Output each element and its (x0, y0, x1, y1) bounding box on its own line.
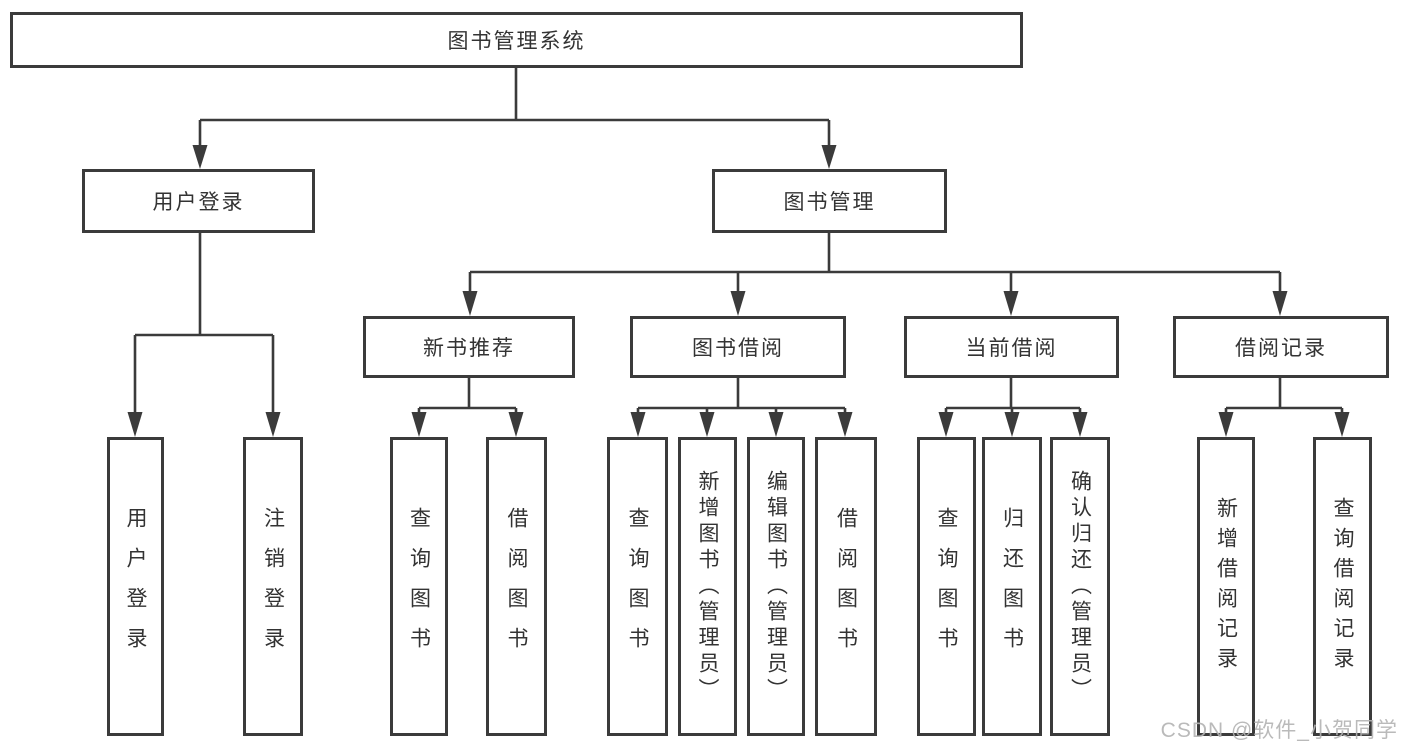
leaf-label: 新增借阅记录 (1214, 496, 1238, 677)
leaf-borrow-books-recommend: 借阅图书 (486, 437, 547, 736)
leaf-add-books-admin: 新增图书（管理员） (678, 437, 737, 736)
node-label: 图书借阅 (692, 337, 784, 360)
leaf-label: 查询图书 (407, 506, 431, 667)
node-label: 当前借阅 (965, 337, 1058, 360)
leaf-label: 新增图书（管理员） (696, 469, 719, 704)
leaf-query-borrow-record: 查询借阅记录 (1313, 437, 1372, 736)
node-label: 新书推荐 (423, 337, 515, 360)
leaf-label: 查询图书 (935, 506, 958, 667)
node-library-management-system: 图书管理系统 (10, 12, 1023, 68)
leaf-query-books-recommend: 查询图书 (390, 437, 448, 736)
csdn-watermark: CSDN @软件_小贺同学 (1160, 719, 1398, 742)
node-user-login: 用户登录 (82, 169, 315, 233)
leaf-label: 编辑图书（管理员） (764, 469, 788, 704)
leaf-label: 借阅图书 (505, 506, 528, 667)
node-label: 图书管理 (783, 191, 876, 214)
leaf-confirm-return-admin: 确认归还（管理员） (1050, 437, 1110, 736)
node-current-borrowing: 当前借阅 (904, 316, 1119, 378)
leaf-label: 查询借阅记录 (1331, 496, 1354, 677)
node-new-book-recommend: 新书推荐 (363, 316, 575, 378)
leaf-label: 用户登录 (124, 506, 147, 667)
leaf-query-books-borrowing: 查询图书 (607, 437, 668, 736)
leaf-add-borrow-record: 新增借阅记录 (1197, 437, 1255, 736)
node-book-borrowing: 图书借阅 (630, 316, 846, 378)
leaf-label: 归还图书 (1000, 506, 1024, 667)
leaf-borrow-books-borrowing: 借阅图书 (815, 437, 877, 736)
node-book-management: 图书管理 (712, 169, 947, 233)
leaf-label: 注销登录 (261, 506, 285, 667)
leaf-label: 确认归还（管理员） (1068, 469, 1092, 704)
leaf-label: 查询图书 (626, 506, 649, 667)
leaf-label: 借阅图书 (834, 506, 858, 667)
node-label: 用户登录 (152, 191, 245, 214)
leaf-query-books-current: 查询图书 (917, 437, 976, 736)
leaf-user-login: 用户登录 (107, 437, 164, 736)
leaf-edit-books-admin: 编辑图书（管理员） (747, 437, 805, 736)
node-label: 借阅记录 (1235, 337, 1327, 360)
node-borrow-records: 借阅记录 (1173, 316, 1389, 378)
node-label: 图书管理系统 (447, 30, 586, 53)
leaf-logout: 注销登录 (243, 437, 303, 736)
leaf-return-books: 归还图书 (982, 437, 1042, 736)
